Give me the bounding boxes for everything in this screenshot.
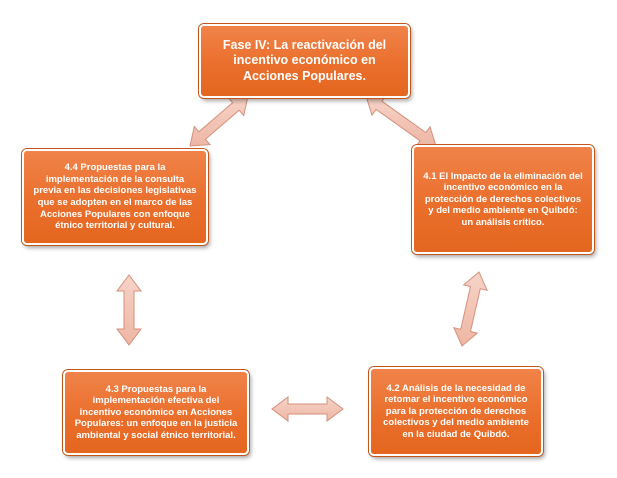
arrow-top-left bbox=[189, 95, 249, 147]
phase-iv-text: Fase IV: La reactivación del incentivo e… bbox=[222, 38, 387, 83]
node-4-3: 4.3 Propuestas para la implementación ef… bbox=[63, 370, 249, 455]
node-4-3-text: 4.3 Propuestas para la implementación ef… bbox=[74, 383, 238, 441]
node-4-1-text: 4.1 El Impacto de la eliminación del inc… bbox=[423, 170, 583, 228]
arrow-bottom-horizontal bbox=[271, 396, 344, 422]
node-4-1: 4.1 El Impacto de la eliminación del inc… bbox=[412, 145, 594, 254]
arrow-left-vertical bbox=[116, 274, 142, 346]
phase-iv-node: Fase IV: La reactivación del incentivo e… bbox=[199, 24, 410, 98]
node-4-4: 4.4 Propuestas para la implementación de… bbox=[22, 149, 208, 245]
arrow-right-vertical bbox=[453, 271, 488, 347]
node-4-2-text: 4.2 Análisis de la necesidad de retomar … bbox=[383, 382, 529, 440]
arrow-top-right bbox=[365, 94, 437, 148]
node-4-2: 4.2 Análisis de la necesidad de retomar … bbox=[369, 367, 543, 456]
node-4-4-text: 4.4 Propuestas para la implementación de… bbox=[33, 162, 197, 232]
